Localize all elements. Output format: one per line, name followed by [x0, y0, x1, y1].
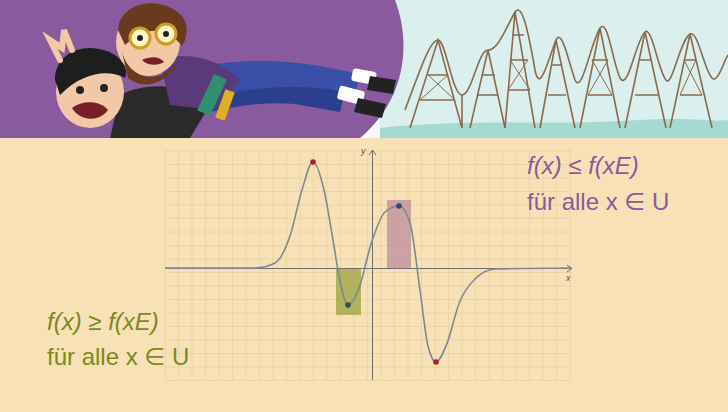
grid-line	[165, 326, 572, 327]
grid-line	[205, 150, 206, 380]
grid-line	[165, 380, 572, 381]
grid-line	[165, 151, 572, 152]
function-curve	[165, 162, 572, 362]
grid-line	[448, 150, 449, 380]
roller-coaster	[405, 10, 728, 128]
grid-line	[165, 232, 572, 233]
grid-line	[165, 286, 572, 287]
grid-line	[421, 150, 422, 380]
grid-line	[259, 150, 260, 380]
banner-ground	[0, 0, 728, 138]
grid-line	[273, 150, 274, 380]
grid-line	[165, 191, 572, 192]
grid-line	[529, 150, 530, 380]
sky	[380, 0, 728, 138]
purple-backdrop	[0, 0, 403, 138]
grid-line	[219, 150, 220, 380]
grid-line	[381, 150, 382, 380]
grid-line	[313, 150, 314, 380]
grid-line	[246, 150, 247, 380]
condition-formula: f(x) ≤ f(xE)	[527, 152, 639, 180]
grid-line	[286, 150, 287, 380]
grid-line	[543, 150, 544, 380]
grid-line	[165, 218, 572, 219]
cartoon-characters	[50, 3, 396, 138]
grid-line	[475, 150, 476, 380]
grid-line	[435, 150, 436, 380]
grid-line	[165, 164, 572, 165]
extremum-points	[310, 159, 439, 365]
axes	[165, 150, 572, 380]
grid-line	[516, 150, 517, 380]
grid-line	[165, 272, 572, 273]
grid-line	[165, 313, 572, 314]
axis-label: y	[361, 146, 366, 156]
grid-line	[165, 367, 572, 368]
grid-line	[165, 259, 572, 260]
grid-line	[165, 299, 572, 300]
grid-line	[232, 150, 233, 380]
grid-line	[354, 150, 355, 380]
grid-line	[165, 178, 572, 179]
grid-line	[462, 150, 463, 380]
grid-line	[502, 150, 503, 380]
grid-line	[165, 245, 572, 246]
chart-ground	[0, 138, 728, 412]
condition-formula: f(x) ≥ f(xE)	[47, 308, 159, 336]
max-neighbourhood	[387, 200, 411, 268]
grid-line	[570, 150, 571, 380]
condition-text: für alle x ∈ U	[47, 343, 189, 371]
grid-line	[327, 150, 328, 380]
grid	[165, 150, 572, 381]
grid-line	[340, 150, 341, 380]
grid-line	[489, 150, 490, 380]
grid-line	[300, 150, 301, 380]
grid-line	[367, 150, 368, 380]
axis-label: x	[566, 273, 571, 283]
condition-text: für alle x ∈ U	[527, 188, 669, 216]
grid-line	[165, 353, 572, 354]
grid-line	[556, 150, 557, 380]
grid-line	[165, 205, 572, 206]
grid-line	[165, 340, 572, 341]
hill	[380, 119, 728, 138]
grid-line	[192, 150, 193, 380]
